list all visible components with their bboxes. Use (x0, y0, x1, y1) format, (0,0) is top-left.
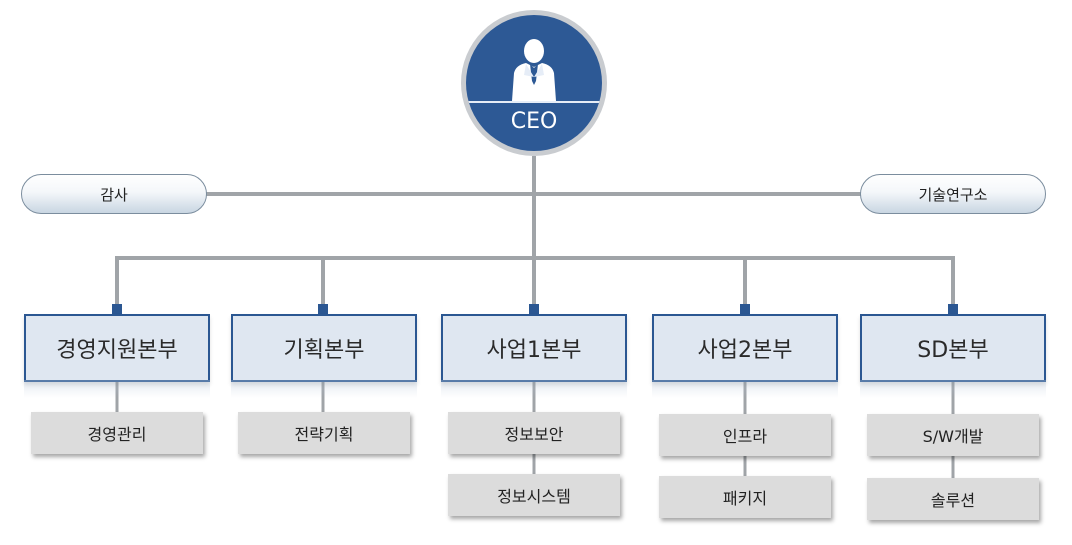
businessman-icon (512, 39, 556, 101)
team-box: 패키지 (659, 476, 831, 518)
team-box: S/W개발 (867, 414, 1039, 456)
team-box: 정보보안 (448, 412, 620, 454)
division-planning: 기획본부 (231, 314, 417, 398)
connector-square (948, 304, 958, 316)
ceo-label: CEO (510, 109, 558, 134)
team-box: 솔루션 (867, 478, 1039, 520)
team-box: 전략기획 (238, 412, 410, 454)
connector-square (529, 304, 539, 316)
division-business-2: 사업2본부 (652, 314, 838, 398)
connector-square (318, 304, 328, 316)
staff-research-institute: 기술연구소 (860, 174, 1046, 214)
ceo-node: CEO (461, 10, 607, 156)
ceo-divider (466, 101, 602, 103)
staff-audit: 감사 (21, 174, 207, 214)
team-box: 경영관리 (31, 412, 203, 454)
division-business-1: 사업1본부 (441, 314, 627, 398)
division-sd: SD본부 (860, 314, 1046, 398)
team-box: 정보시스템 (448, 474, 620, 516)
connector-square (740, 304, 750, 316)
division-management-support: 경영지원본부 (24, 314, 210, 398)
connector-square (112, 304, 122, 316)
team-box: 인프라 (659, 414, 831, 456)
